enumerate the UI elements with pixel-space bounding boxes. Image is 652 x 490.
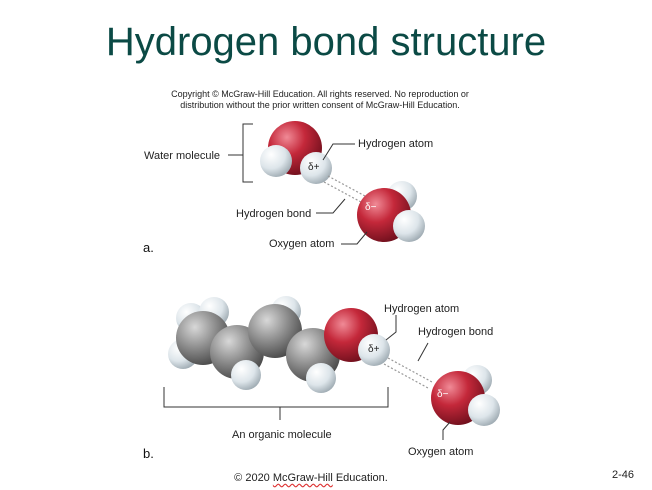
delta-plus-a: δ+ [308,162,320,173]
leader-lines-b [385,315,451,440]
water-molecule-a [260,121,332,184]
page-number: 2-46 [612,469,635,481]
oxygen-atom-label-a: Oxygen atom [269,238,335,250]
water-molecule-b [357,181,425,242]
water-molecule-c [431,365,500,426]
organic-molecule-bracket [163,387,389,420]
leader-lines-a [316,143,368,245]
water-molecule-bracket [228,123,253,183]
footer-copyright: © 2020 McGraw-Hill Education. [0,472,622,484]
footer-suffix: Education. [332,472,388,484]
organic-molecule [168,296,390,393]
hydrogen-bond-b [383,357,433,389]
oxygen-atom-label-b: Oxygen atom [408,446,474,458]
part-label-b: b. [143,446,154,461]
copyright-notice: Copyright © McGraw-Hill Education. All r… [171,89,469,110]
footer-brand: McGraw-Hill [272,472,333,484]
delta-minus-b: δ− [437,389,449,400]
footer-prefix: © 2020 [234,472,273,484]
hydrogen-bond-label-a: Hydrogen bond [236,208,312,220]
hydrogen-atom-label-a: Hydrogen atom [358,138,434,150]
hydrogen-bond-a [323,175,366,203]
delta-minus-a: δ− [365,202,377,213]
hydrogen-bond-label-b: Hydrogen bond [418,326,494,338]
part-label-a: a. [143,240,154,255]
organic-molecule-label: An organic molecule [232,429,332,441]
slide-title: Hydrogen bond structure [105,20,547,64]
delta-plus-b: δ+ [368,344,380,355]
hydrogen-atom-label-b: Hydrogen atom [384,303,460,315]
water-molecule-label: Water molecule [144,150,221,162]
